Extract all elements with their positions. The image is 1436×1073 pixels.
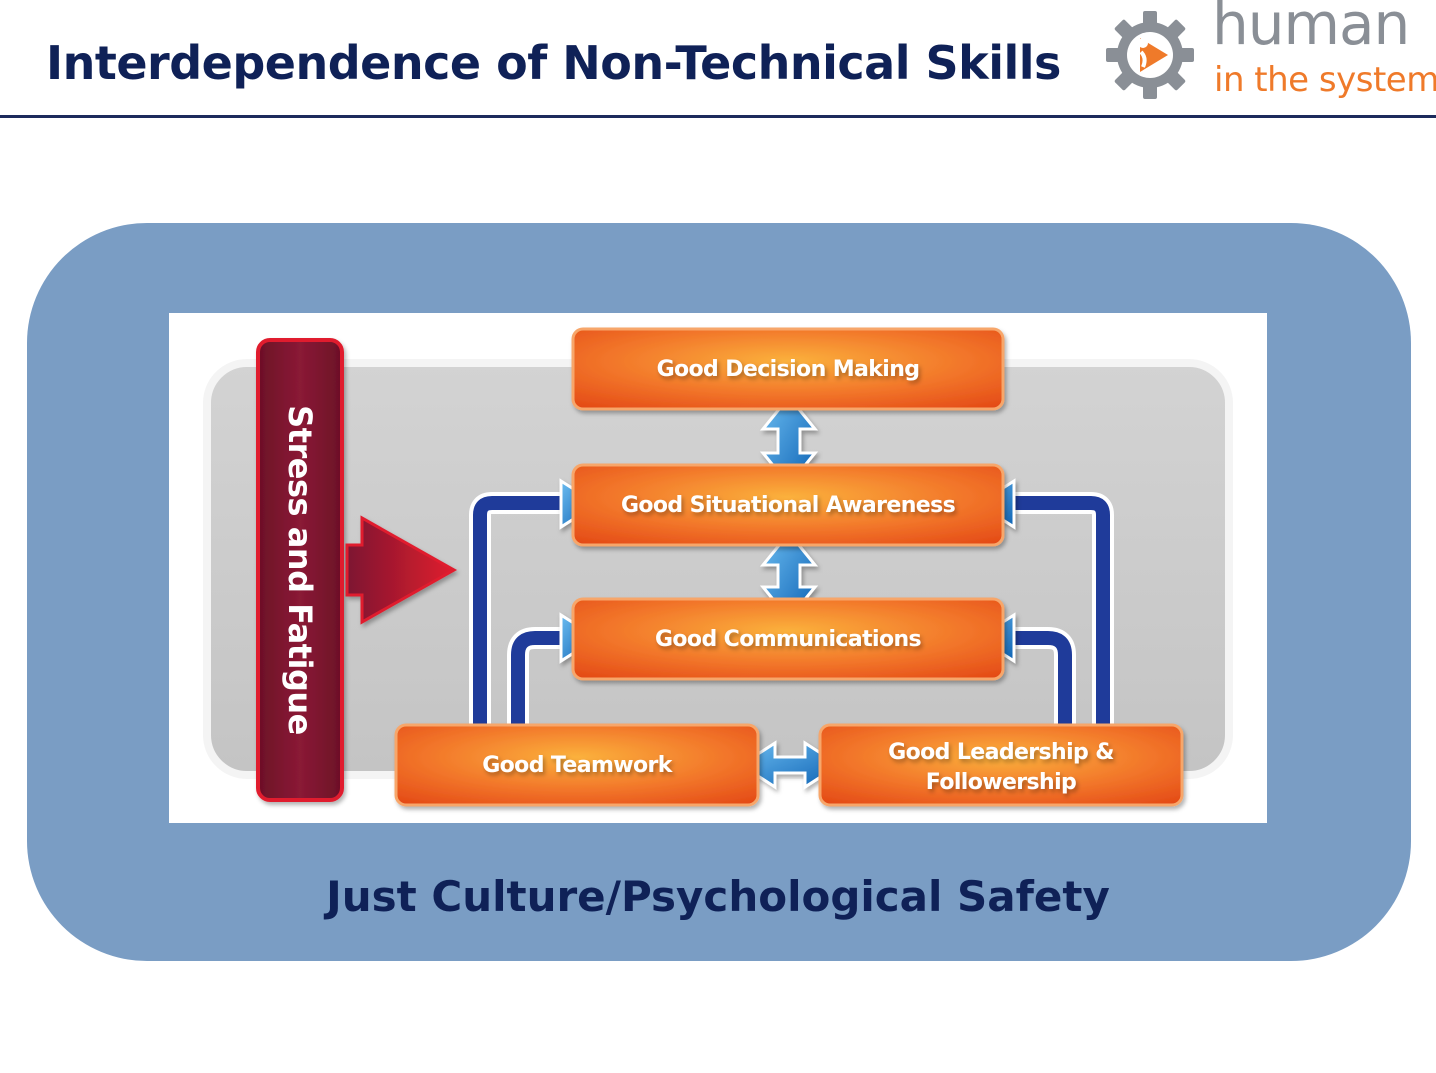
skill-box-decision-making [571,327,1005,411]
skill-label-teamwork: Good Teamwork [482,753,674,778]
skill-box-communications [571,597,1005,681]
logo: human in the system [1100,0,1436,105]
logo-wordmark-tagline: in the system [1214,60,1436,100]
slide-title: Interdependence of Non-Technical Skills [46,36,1061,90]
skill-label-situational-awareness: Good Situational Awareness [621,493,956,518]
stress-arrow [345,515,458,625]
panel-caption: Just Culture/Psychological Safety [326,872,1110,921]
stress-fatigue-bar [256,338,344,802]
diagram-image: Good Decision Making Good Situational Aw… [169,313,1267,823]
skill-label-communications: Good Communications [655,627,922,652]
stress-fatigue-label: Stress and Fatigue [281,405,319,735]
logo-wordmark-human: human [1212,0,1410,58]
skill-label-decision-making: Good Decision Making [657,357,920,382]
connector-lines [473,496,1110,733]
skill-label-leadership-line1: Good Leadership & [888,740,1114,765]
skill-box-leadership [818,723,1184,807]
skill-box-situational-awareness [571,463,1005,547]
title-underline [0,115,1436,118]
skill-label-leadership-line2: Followership [926,770,1076,795]
skill-box-teamwork [394,723,760,807]
gear-play-icon [1106,11,1194,99]
